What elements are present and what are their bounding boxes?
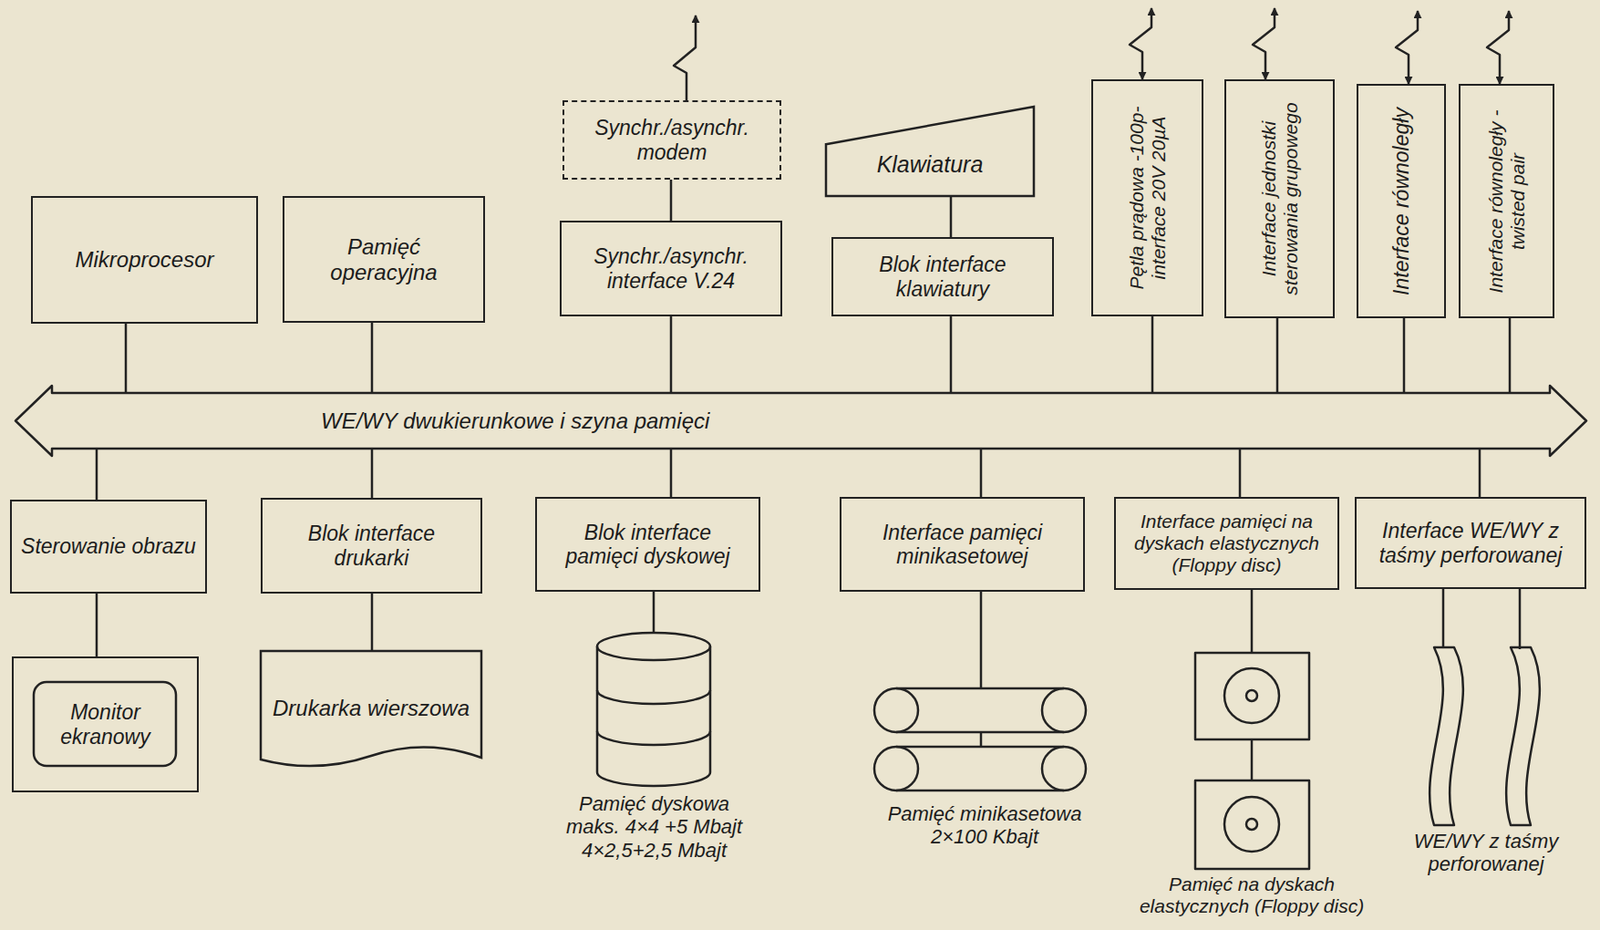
cassette-device: Pamięć minikasetowa 2×100 Kbajt: [866, 619, 1104, 849]
cassette-drives: [874, 619, 1086, 791]
connector-line: [371, 448, 374, 498]
node-label: Blok interface klawiatury: [842, 252, 1043, 301]
connector-line: [1508, 318, 1512, 393]
monitor-device: Monitor ekranowy: [11, 656, 199, 793]
node-label: Pętla prądowa -100p- interface 20V 20µA: [1125, 87, 1169, 309]
disk-device: Pamięć dyskowa maks. 4×4 +5 Mbajt 4×2,5+…: [551, 632, 757, 862]
connector-line: [949, 316, 953, 393]
disk-stack: [597, 632, 711, 786]
connector-line: [1250, 589, 1254, 653]
interface-box: Blok interface drukarki: [260, 497, 483, 594]
connector-line: [1238, 448, 1242, 497]
connector-line: [670, 448, 673, 497]
node-label: Klawiatura: [877, 151, 984, 178]
connector-line: [124, 323, 128, 393]
tape-device: WE/WY z taśmy perforowanej: [1403, 647, 1569, 877]
radio-link-symbol: [1395, 10, 1418, 84]
node-label: Sterowanie obrazu: [20, 534, 197, 558]
memory-box: Pamięć operacyjna: [282, 196, 486, 323]
floppy-drives: [1195, 652, 1310, 869]
connector-line: [949, 196, 953, 238]
node-label: Drukarka wierszowa: [272, 695, 470, 722]
interface-box: Interface WE/WY z taśmy perforowanej: [1354, 496, 1587, 589]
radio-link-symbol: [673, 15, 696, 101]
node-label: Interface jednostki sterowania grupowego: [1257, 87, 1301, 310]
controller-box: Sterowanie obrazu: [10, 499, 207, 594]
connector-line: [670, 179, 673, 221]
node-label: Interface równoległy: [1389, 92, 1414, 310]
connector-line: [371, 593, 374, 651]
node-label: Interface pamięci na dyskach elastycznyc…: [1125, 510, 1329, 577]
node-label: WE/WY dwukierunkowe i szyna pamięci: [320, 408, 710, 434]
interface-box: Interface równoległy: [1356, 83, 1446, 319]
interface-box: Interface równoległy -twisted pair: [1458, 83, 1555, 319]
connector-line: [1403, 318, 1406, 393]
node-label: Interface WE/WY z taśmy perforowanej: [1365, 518, 1576, 568]
radio-link-symbol: [1252, 8, 1275, 80]
connector-line: [1442, 588, 1446, 648]
interface-box: Blok interface pamięci dyskowej: [535, 496, 761, 592]
node-label: Pamięć dyskowa maks. 4×4 +5 Mbajt 4×2,5+…: [551, 792, 757, 862]
connector-line: [1478, 448, 1482, 497]
radio-link-symbol: [1486, 10, 1509, 84]
interface-box: Pętla prądowa -100p- interface 20V 20µA: [1091, 79, 1204, 317]
interface-box: Synchr./asynchr. interface V.24: [559, 220, 783, 317]
node-label: Synchr./asynchr. interface V.24: [570, 244, 772, 293]
bus-band: WE/WY dwukierunkowe i szyna pamięci: [15, 392, 1587, 449]
node-label: Pamięć na dyskach elastycznych (Floppy d…: [1119, 873, 1384, 918]
node-label: Interface równoległy -twisted pair: [1484, 92, 1528, 310]
connector-line: [652, 591, 656, 633]
connector-line: [95, 593, 99, 657]
node-label: Interface pamięci minikasetowej: [850, 520, 1074, 569]
modem-box: Synchr./asynchr. modem: [562, 100, 782, 180]
processor-box: Mikroprocesor: [30, 196, 259, 324]
interface-box: Interface pamięci na dyskach elastycznyc…: [1114, 496, 1340, 590]
interface-box: Interface pamięci minikasetowej: [839, 496, 1085, 592]
node-label: Pamięć operacyjna: [293, 234, 475, 285]
node-label: Blok interface drukarki: [271, 521, 472, 570]
connector-line: [670, 316, 673, 393]
connector-line: [1276, 318, 1280, 393]
connector-line: [371, 322, 374, 393]
connector-line: [980, 591, 983, 620]
node-label: WE/WY z taśmy perforowanej: [1403, 829, 1569, 877]
node-label: Blok interface pamięci dyskowej: [546, 520, 750, 569]
punched-tape: [1429, 588, 1540, 826]
keyboard-shape: Klawiatura: [825, 106, 1034, 197]
interface-box: Blok interface klawiatury: [831, 237, 1054, 317]
node-outline: [15, 392, 1587, 449]
node-label: Mikroprocesor: [74, 247, 214, 273]
printer-device: Drukarka wierszowa: [260, 650, 482, 765]
interface-box: Interface jednostki sterowania grupowego: [1224, 79, 1335, 319]
floppy-device: Pamięć na dyskach elastycznych (Floppy d…: [1119, 652, 1384, 918]
connector-line: [980, 448, 983, 497]
radio-link-symbol: [1129, 8, 1152, 80]
node-label: Synchr./asynchr. modem: [573, 115, 771, 165]
connector-line: [95, 448, 99, 500]
node-label: Pamięć minikasetowa 2×100 Kbajt: [866, 802, 1104, 849]
node-label: Monitor ekranowy: [22, 700, 188, 749]
connector-line: [1151, 316, 1155, 393]
